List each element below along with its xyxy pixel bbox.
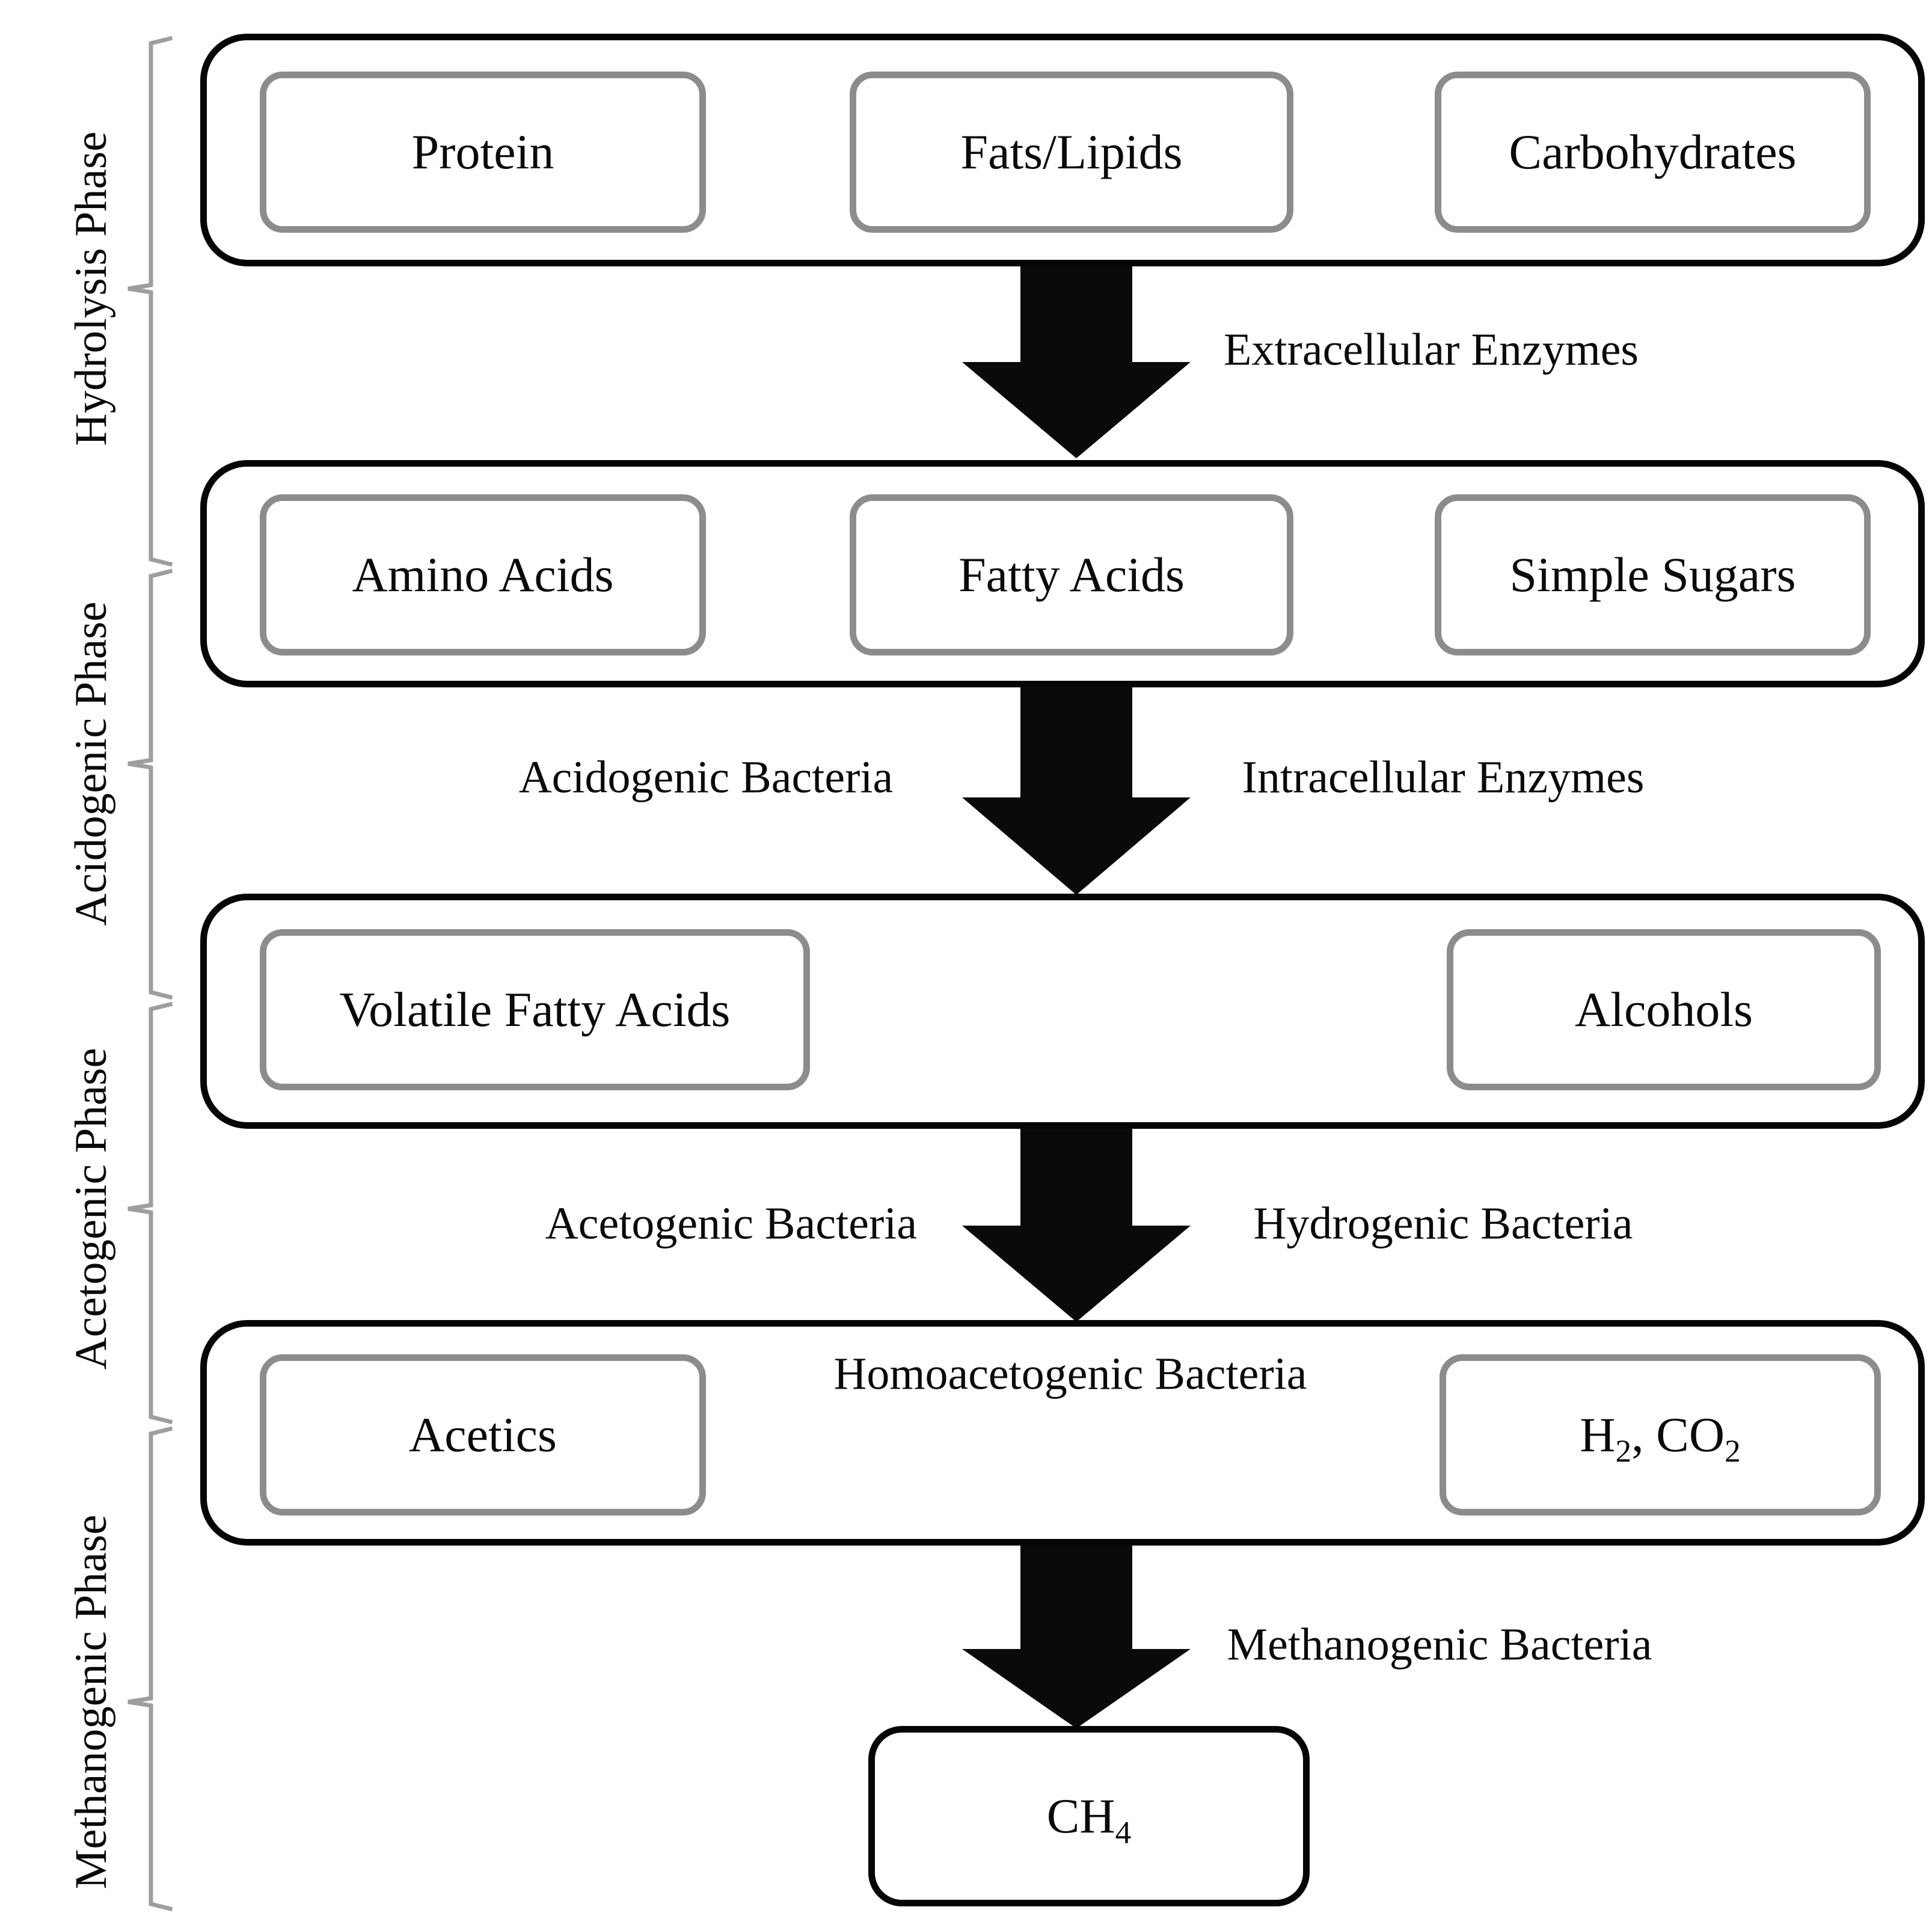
box-acetics: Acetics [260,1354,706,1515]
down-arrow-acidogenesis [962,687,1191,895]
down-arrow-methanogenesis [962,1546,1191,1728]
phase-label-acidogenic: Acidogenic Phase [66,601,116,926]
label-intracellular-enzymes: Intracellular Enzymes [1242,752,1645,803]
box-amino-acids: Amino Acids [260,494,706,656]
acetogenesis-products-group: Acetics H2, CO2 [200,1320,1925,1546]
box-volatile-fatty-acids: Volatile Fatty Acids [260,929,810,1090]
phase-label-methanogenic: Methanogenic Phase [66,1514,116,1890]
box-h2-co2: H2, CO2 [1440,1354,1881,1515]
h2-co2-text: H2, CO2 [1580,1407,1741,1469]
box-fats-lipids: Fats/Lipids [850,72,1293,233]
box-alcohols: Alcohols [1447,929,1881,1090]
acidogenesis-products-group: Volatile Fatty Acids Alcohols [200,894,1925,1129]
box-simple-sugars: Simple Sugars [1435,494,1871,656]
label-extracellular-enzymes: Extracellular Enzymes [1223,324,1639,375]
label-acetogenic-bacteria: Acetogenic Bacteria [545,1198,918,1249]
label-homoacetogenic-bacteria: Homoacetogenic Bacteria [833,1348,1307,1399]
phase-label-hydrolysis: Hydrolysis Phase [66,131,116,446]
label-hydrogenic-bacteria: Hydrogenic Bacteria [1253,1198,1633,1249]
box-fatty-acids: Fatty Acids [850,494,1293,656]
label-methanogenic-bacteria: Methanogenic Bacteria [1227,1619,1652,1670]
down-arrow-hydrolysis [962,266,1191,458]
box-ch4: CH4 [868,1726,1310,1906]
box-carbohydrates: Carbohydrates [1435,72,1871,233]
methanogenic-phase-brace [127,1426,173,1912]
phase-label-acetogenic: Acetogenic Phase [66,1048,116,1370]
label-acidogenic-bacteria: Acidogenic Bacteria [518,752,894,803]
hydrolysis-products-group: Amino Acids Fatty Acids Simple Sugars [200,460,1925,687]
acetogenic-phase-brace [127,1001,173,1425]
substrates-group: Protein Fats/Lipids Carbohydrates [200,34,1925,266]
acidogenic-phase-brace [127,568,173,1000]
hydrolysis-phase-brace [127,35,173,567]
ch4-text: CH4 [1046,1789,1132,1850]
down-arrow-acetogenesis [962,1129,1191,1322]
box-protein: Protein [260,72,706,233]
